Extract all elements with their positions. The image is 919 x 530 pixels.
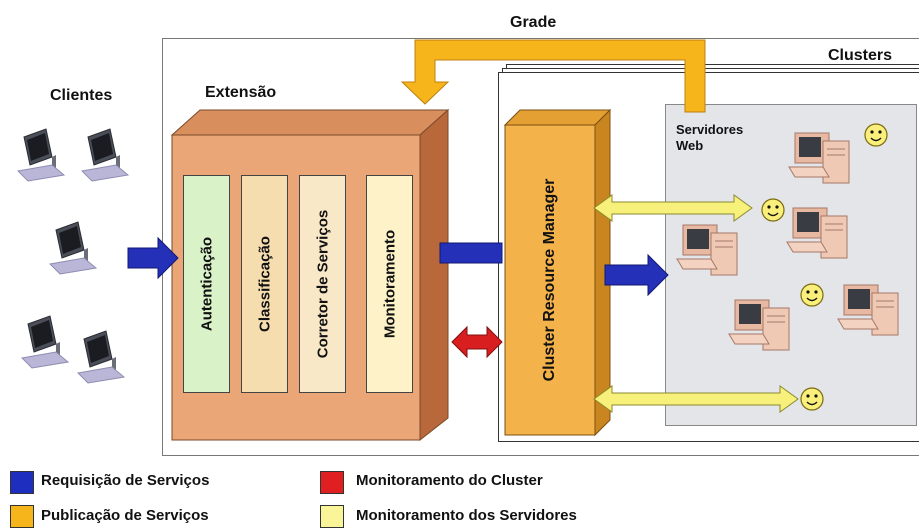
web-label: Web — [676, 138, 704, 153]
servidores-label: Servidores — [676, 122, 744, 137]
request-arrow-to-servers — [604, 253, 669, 297]
legend-swatch-publication — [10, 505, 34, 528]
request-arrow-clients — [127, 236, 179, 280]
module-corretor-de-servicos: Corretor de Serviços — [299, 175, 346, 393]
crm-label-container: Cluster Resource Manager — [505, 125, 595, 435]
crm-box — [503, 108, 612, 437]
module-corretor-label: Corretor de Serviços — [314, 209, 331, 359]
crm-label: Cluster Resource Manager — [541, 178, 558, 382]
cluster-monitoring-arrow — [451, 325, 503, 359]
server-computer-icon-1 — [788, 132, 850, 184]
module-monitoramento-label: Monitoramento — [381, 229, 398, 339]
extensao-label: Extensão — [205, 84, 277, 101]
module-classificacao: Classificação — [241, 175, 288, 393]
publication-arrow — [400, 39, 706, 113]
legend-label-cluster-monitoring: Monitoramento do Cluster — [356, 472, 543, 489]
legend-label-request: Requisição de Serviços — [41, 472, 210, 489]
server-monitoring-arrow-top — [593, 194, 753, 222]
servidores-web-label: Servidores Web — [676, 122, 743, 154]
smiley-face-icon-3 — [800, 283, 824, 307]
clusters-label: Clusters — [828, 47, 893, 64]
client-computer-icon-5 — [77, 330, 125, 384]
request-arrow-to-crm — [439, 242, 503, 264]
clientes-label: Clientes — [50, 87, 113, 104]
smiley-face-icon-2 — [761, 198, 785, 222]
legend-swatch-cluster-monitoring — [320, 471, 344, 494]
module-classificacao-label: Classificação — [256, 236, 273, 332]
smiley-face-icon-4 — [800, 387, 824, 411]
legend-label-publication: Publicação de Serviços — [41, 507, 209, 524]
client-computer-icon-1 — [17, 128, 65, 182]
server-computer-icon-4 — [728, 299, 790, 351]
legend-swatch-request — [10, 471, 34, 494]
server-computer-icon-5 — [837, 284, 899, 336]
client-computer-icon-4 — [21, 315, 69, 369]
legend-label-server-monitoring: Monitoramento dos Servidores — [356, 507, 577, 524]
server-computer-icon-3 — [786, 207, 848, 259]
server-computer-icon-2 — [676, 224, 738, 276]
grid-label: Grade — [510, 14, 557, 31]
smiley-face-icon-1 — [864, 123, 888, 147]
client-computer-icon-3 — [49, 221, 97, 275]
module-monitoramento: Monitoramento — [366, 175, 413, 393]
module-autenticacao: Autenticação — [183, 175, 230, 393]
legend-swatch-server-monitoring — [320, 505, 344, 528]
client-computer-icon-2 — [81, 128, 129, 182]
module-autenticacao-label: Autenticação — [198, 236, 215, 332]
server-monitoring-arrow-bottom — [593, 385, 799, 413]
